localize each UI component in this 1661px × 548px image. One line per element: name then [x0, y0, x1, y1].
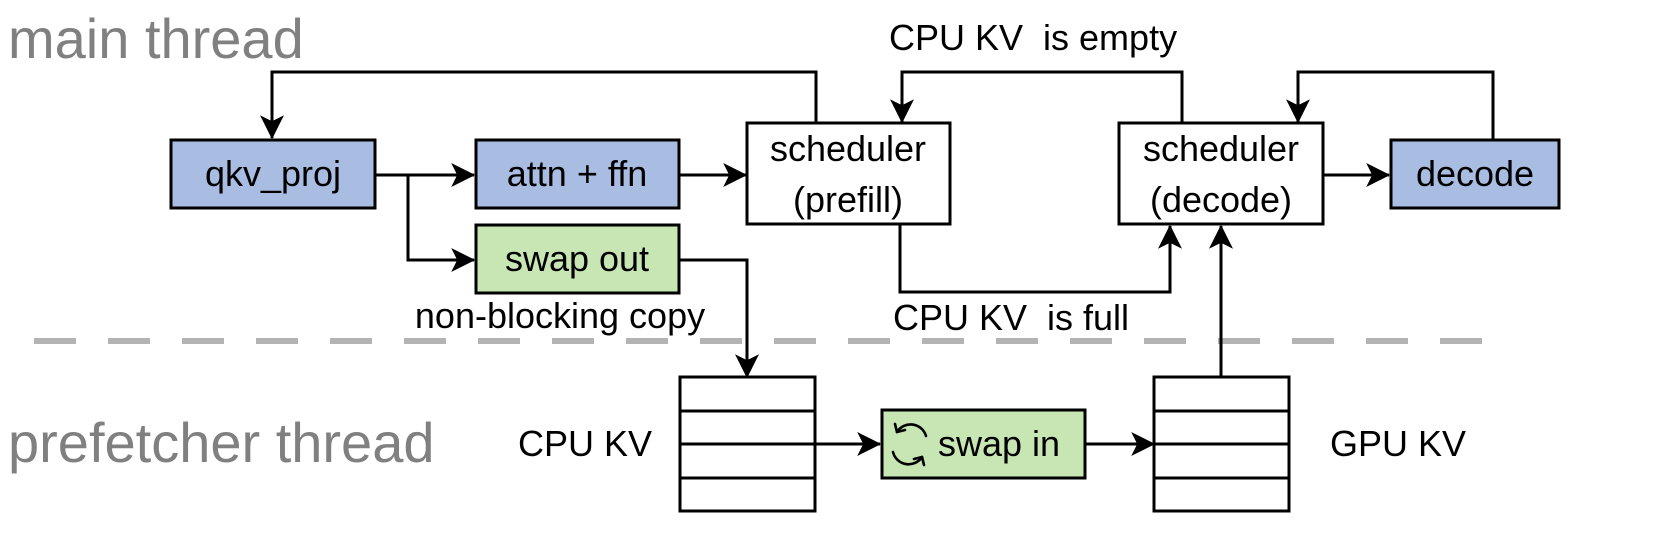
- edge-swapout-to-cpukv: [680, 258, 759, 379]
- cpu-kv-full-label: CPU KV is full: [893, 297, 1129, 338]
- edge-decode-sched-to-prefill: [890, 70, 1184, 124]
- cpu-kv-empty-label: CPU KV is empty: [889, 17, 1177, 58]
- swap-out-node: swap out: [474, 223, 681, 295]
- scheduler-decode-node: scheduler (decode): [1117, 121, 1325, 226]
- attn-ffn-label: attn + ffn: [507, 153, 647, 194]
- prefetcher-thread-label: prefetcher thread: [8, 411, 434, 474]
- swap-in-label: swap in: [938, 423, 1060, 464]
- scheduler-prefill-line1: scheduler: [770, 128, 926, 169]
- edge-prefill-to-decode-sched: [898, 224, 1182, 294]
- edge-qkv-to-swapout: [406, 175, 476, 272]
- gpu-kv-buffer: [1152, 375, 1291, 513]
- gpu-kv-label: GPU KV: [1330, 423, 1466, 464]
- cpu-kv-buffer: [678, 375, 817, 513]
- swap-in-node: swap in: [880, 408, 1087, 480]
- scheduler-prefill-line2: (prefill): [793, 179, 903, 220]
- decode-label: decode: [1416, 153, 1534, 194]
- scheduler-decode-line2: (decode): [1150, 179, 1292, 220]
- scheduler-decode-line1: scheduler: [1143, 128, 1299, 169]
- qkv-proj-label: qkv_proj: [205, 153, 341, 194]
- swap-out-label: swap out: [505, 238, 649, 279]
- refresh-cycle-icon: [891, 422, 928, 467]
- attn-ffn-node: attn + ffn: [474, 138, 681, 210]
- non-blocking-copy-label: non-blocking copy: [415, 295, 705, 336]
- qkv-proj-node: qkv_proj: [169, 138, 377, 210]
- cpu-kv-label: CPU KV: [518, 423, 652, 464]
- edge-decode-loop: [1286, 70, 1495, 140]
- edge-prefill-to-qkv: [260, 70, 818, 140]
- scheduler-prefill-node: scheduler (prefill): [745, 121, 952, 226]
- main-thread-label: main thread: [8, 7, 304, 70]
- decode-node: decode: [1389, 138, 1561, 210]
